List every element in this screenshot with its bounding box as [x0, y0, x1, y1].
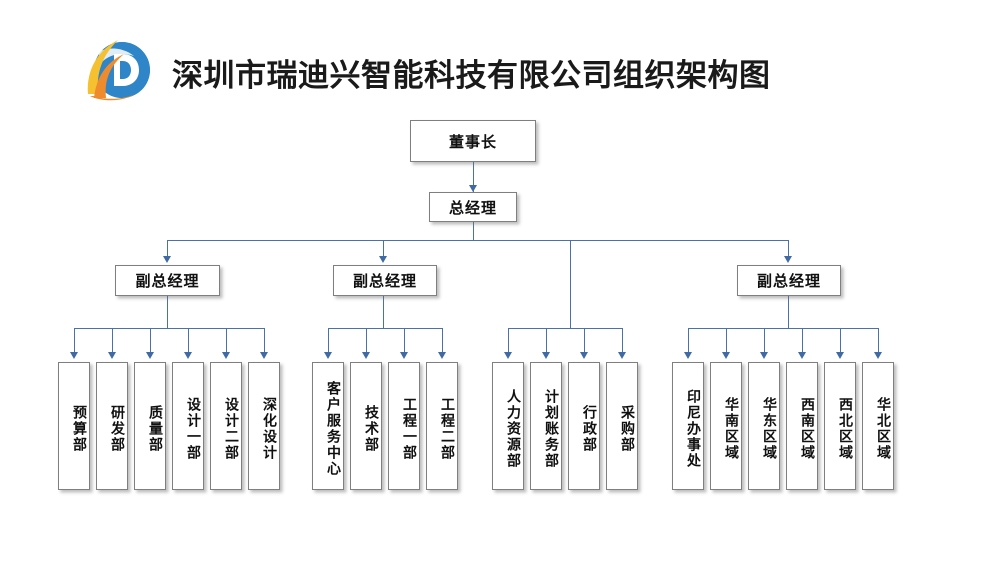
- arrow-group4-1: [683, 352, 692, 359]
- connector-group3-drop-2: [546, 328, 547, 354]
- connector-group4-drop-6: [878, 328, 879, 354]
- connector-group3-drop-3: [584, 328, 585, 354]
- arrow-group3-1: [503, 352, 512, 359]
- dept-design-1[interactable]: 设计一部: [172, 362, 204, 490]
- arrow-group1-3: [145, 352, 154, 359]
- node-chairman[interactable]: 董事长: [410, 120, 536, 162]
- dept-design-2[interactable]: 设计二部: [210, 362, 242, 490]
- dept-east-china-region[interactable]: 华东区域: [748, 362, 780, 490]
- arrow-group4-5: [835, 352, 844, 359]
- connector-bus-to-vp2: [383, 240, 384, 260]
- node-vp-3[interactable]: 副总经理: [737, 265, 841, 296]
- dept-rnd[interactable]: 研发部: [96, 362, 128, 490]
- connector-vp1-stem: [167, 296, 168, 328]
- connector-group3-distributor: [508, 328, 622, 329]
- arrow-bus-to-vp2: [378, 256, 387, 263]
- dept-south-china-region[interactable]: 华南区域: [710, 362, 742, 490]
- dept-administration[interactable]: 行政部: [568, 362, 600, 490]
- connector-group2-drop-2: [366, 328, 367, 354]
- arrow-chairman-to-gm: [468, 185, 477, 192]
- arrow-group2-3: [399, 352, 408, 359]
- connector-group1-drop-5: [226, 328, 227, 354]
- dept-purchasing[interactable]: 采购部: [606, 362, 638, 490]
- connector-group2-drop-1: [328, 328, 329, 354]
- connector-group4-drop-1: [688, 328, 689, 354]
- arrow-group1-6: [259, 352, 268, 359]
- arrow-group4-4: [797, 352, 806, 359]
- connector-group3-drop-1: [508, 328, 509, 354]
- connector-group4-distributor: [688, 328, 878, 329]
- dept-budget[interactable]: 预算部: [58, 362, 90, 490]
- connector-main-bus: [167, 240, 788, 241]
- arrow-group4-2: [721, 352, 730, 359]
- connector-group1-drop-3: [150, 328, 151, 354]
- node-general-manager[interactable]: 总经理: [429, 192, 517, 222]
- dept-engineering-2[interactable]: 工程二部: [426, 362, 458, 490]
- connector-group1-drop-4: [188, 328, 189, 354]
- connector-gm-to-bus: [473, 220, 474, 240]
- connector-vp3-stem: [788, 296, 789, 328]
- dept-indonesia-office[interactable]: 印尼办事处: [672, 362, 704, 490]
- page-title: 深圳市瑞迪兴智能科技有限公司组织架构图: [172, 58, 771, 94]
- dept-customer-service-center[interactable]: 客户服务中心: [312, 362, 344, 490]
- connector-bus-to-vp3: [788, 240, 789, 260]
- company-logo-icon: [84, 36, 156, 104]
- dept-engineering-1[interactable]: 工程一部: [388, 362, 420, 490]
- arrow-group2-1: [323, 352, 332, 359]
- header: 深圳市瑞迪兴智能科技有限公司组织架构图: [0, 14, 1000, 101]
- connector-vp2-stem: [383, 296, 384, 328]
- arrow-bus-to-vp3: [783, 256, 792, 263]
- dept-north-china-region[interactable]: 华北区域: [862, 362, 894, 490]
- connector-group4-drop-5: [840, 328, 841, 354]
- connector-chairman-to-gm: [473, 162, 474, 192]
- node-vp-1[interactable]: 副总经理: [115, 265, 220, 296]
- arrow-group1-5: [221, 352, 230, 359]
- arrow-bus-to-vp1: [162, 256, 171, 263]
- arrow-group2-4: [437, 352, 446, 359]
- connector-bus-to-vp1: [167, 240, 168, 260]
- connector-group3-drop-4: [622, 328, 623, 354]
- node-vp-2[interactable]: 副总经理: [333, 265, 437, 296]
- connector-group2-drop-4: [442, 328, 443, 354]
- dept-planning-accounting[interactable]: 计划账务部: [530, 362, 562, 490]
- connector-group1-drop-6: [264, 328, 265, 354]
- dept-southwest-region[interactable]: 西南区域: [786, 362, 818, 490]
- connector-group1-drop-1: [74, 328, 75, 354]
- connector-group1-drop-2: [112, 328, 113, 354]
- arrow-group4-3: [759, 352, 768, 359]
- arrow-group3-2: [541, 352, 550, 359]
- arrow-group2-2: [361, 352, 370, 359]
- arrow-group1-1: [69, 352, 78, 359]
- arrow-group1-4: [183, 352, 192, 359]
- connector-group4-drop-4: [802, 328, 803, 354]
- dept-deep-design[interactable]: 深化设计: [248, 362, 280, 490]
- connector-group2-distributor: [328, 328, 442, 329]
- connector-group4-drop-2: [726, 328, 727, 354]
- dept-quality[interactable]: 质量部: [134, 362, 166, 490]
- dept-northwest-region[interactable]: 西北区域: [824, 362, 856, 490]
- arrow-group3-3: [579, 352, 588, 359]
- connector-group1-distributor: [74, 328, 264, 329]
- connector-group4-drop-3: [764, 328, 765, 354]
- connector-group2-drop-3: [404, 328, 405, 354]
- arrow-group3-4: [617, 352, 626, 359]
- arrow-group4-6: [873, 352, 882, 359]
- dept-human-resources[interactable]: 人力资源部: [492, 362, 524, 490]
- arrow-group1-2: [107, 352, 116, 359]
- dept-technology[interactable]: 技术部: [350, 362, 382, 490]
- connector-bus-to-group3: [570, 240, 571, 328]
